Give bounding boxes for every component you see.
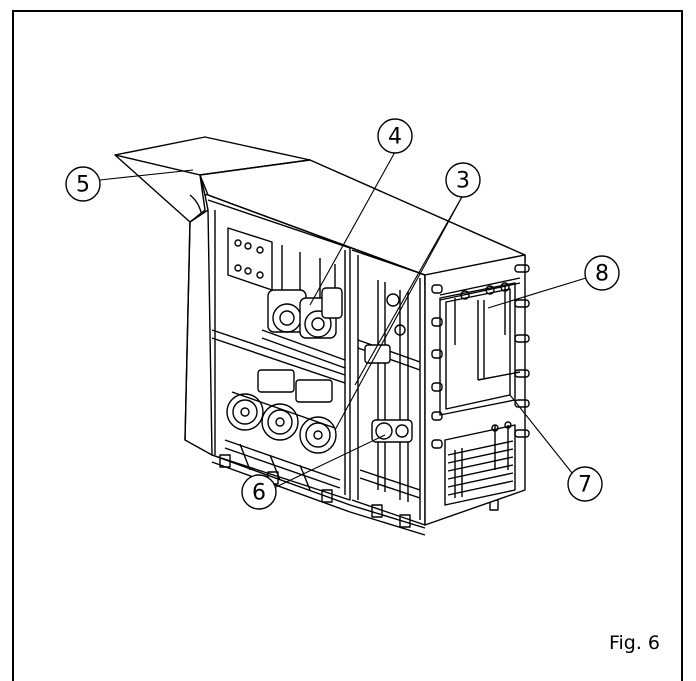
callout-6-circle: [241, 474, 277, 510]
callout-5-label: 5: [76, 173, 90, 198]
callout-8-label: 8: [595, 262, 609, 287]
callouts: [65, 118, 620, 510]
callout-8-circle: [584, 255, 620, 291]
left-column: [184, 209, 213, 456]
right-compartment-parts: [359, 280, 421, 502]
callout-5-circle: [65, 166, 101, 202]
figure-caption: Fig. 6: [608, 632, 660, 654]
callout-6-label: 6: [252, 481, 266, 506]
upper-compressors: [261, 287, 346, 369]
callout-3-circle: [445, 162, 481, 198]
callout-4-label: 4: [388, 125, 402, 150]
callout-7-label: 7: [578, 473, 592, 498]
right-side-panel: [424, 254, 530, 526]
leader-lines: [99, 151, 587, 488]
callout-3-label: 3: [456, 169, 470, 194]
lower-pumps: [224, 369, 341, 491]
callout-7-circle: [567, 466, 603, 502]
figure-frame: [12, 10, 683, 681]
callout-4-circle: [377, 118, 413, 154]
